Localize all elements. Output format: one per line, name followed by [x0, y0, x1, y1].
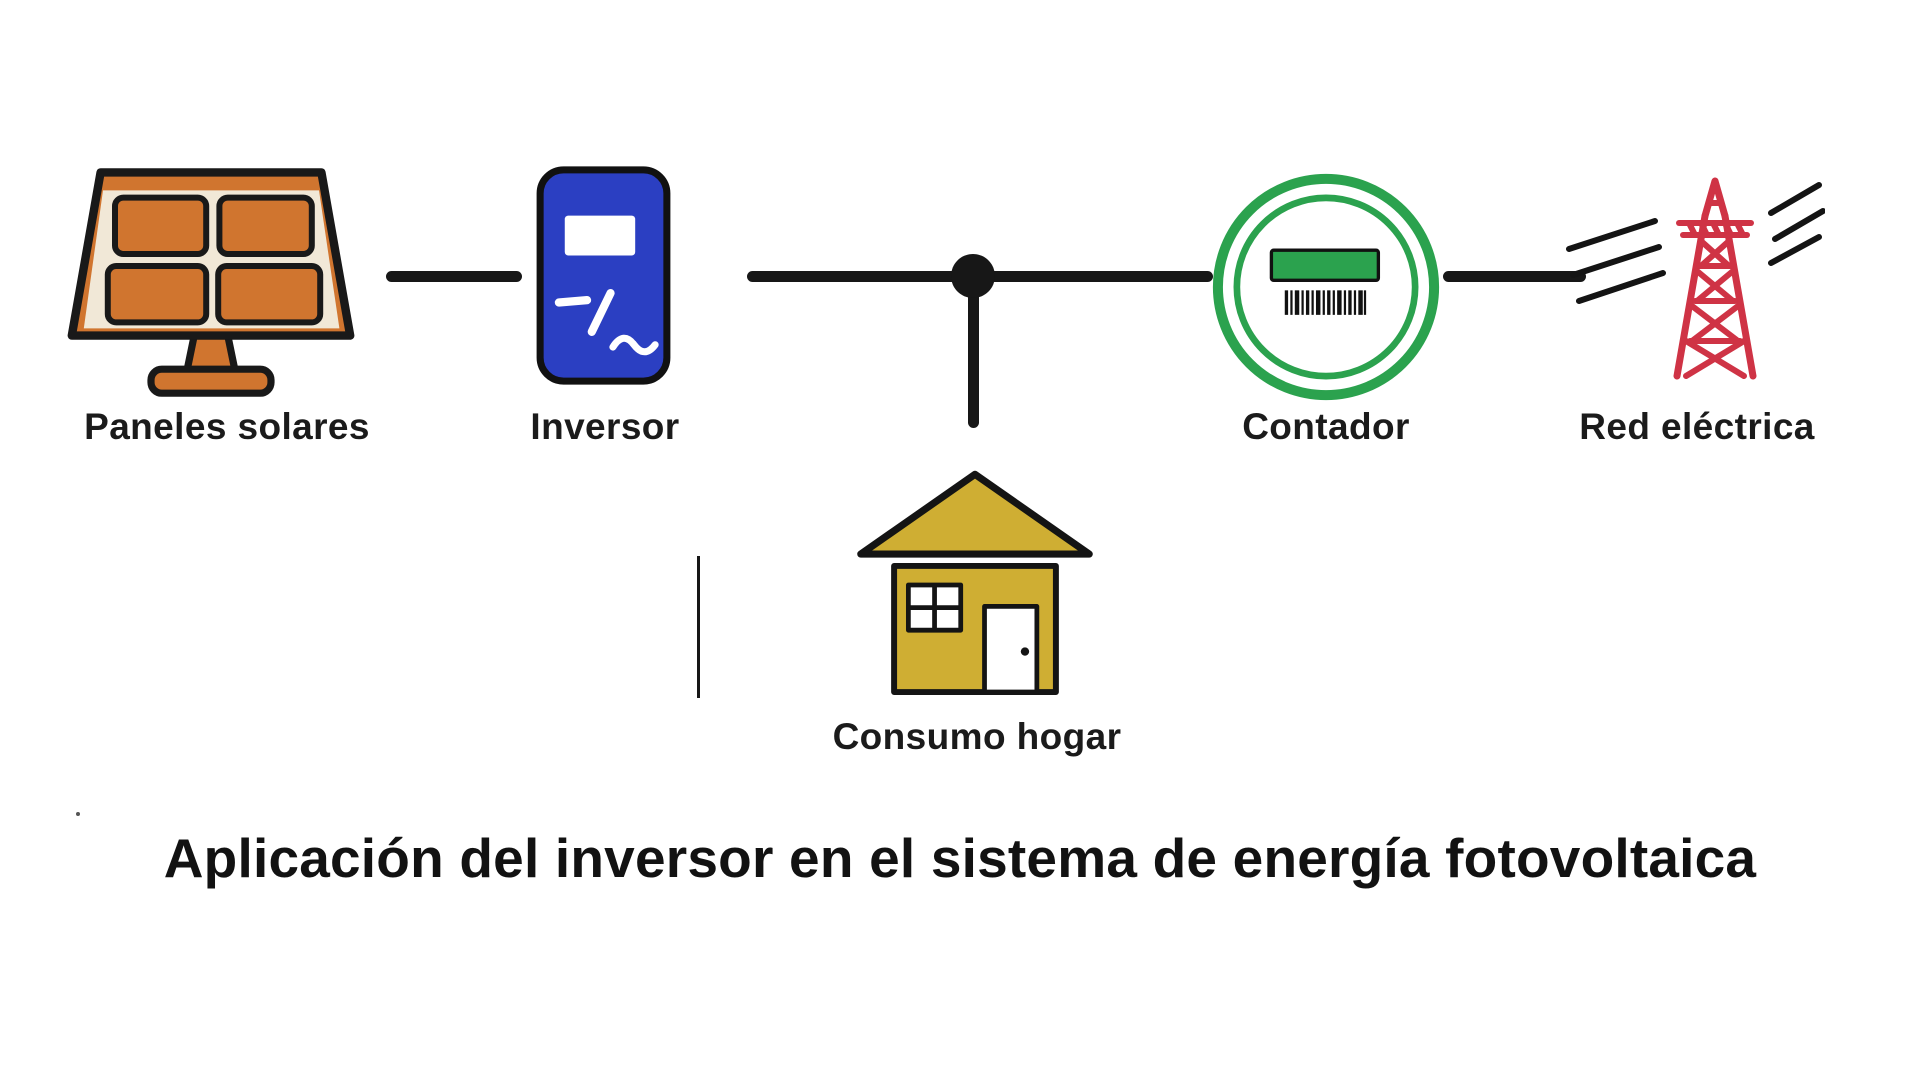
label-power-grid: Red eléctrica: [1579, 406, 1815, 447]
meter-display: [1269, 248, 1381, 282]
tower-braces: [1683, 238, 1747, 379]
panel-cell: [216, 194, 315, 257]
door-knob: [1020, 647, 1030, 656]
power-tower-icon: [1566, 177, 1825, 380]
label-meter: Contador: [1242, 406, 1410, 447]
edge-panels-inverter: [386, 271, 522, 282]
panel-cell: [112, 194, 210, 257]
node-meter: [1209, 170, 1443, 404]
edge-meter-tower: [1443, 271, 1586, 282]
panel-cell: [215, 263, 324, 326]
node-power-grid: [1565, 152, 1825, 400]
artifact-line: [697, 556, 700, 698]
inverter-display: [564, 215, 636, 256]
tower-peak: [1701, 177, 1729, 220]
label-inverter: Inversor: [530, 406, 680, 447]
solar-panel-icon: [67, 168, 355, 397]
edge-junction-house: [968, 292, 979, 428]
edge-inverter-junction: [747, 271, 969, 282]
label-solar-panels: Paneles solares: [84, 406, 370, 447]
dc-symbol: [554, 296, 592, 307]
house-door: [982, 604, 1040, 695]
meter-inner-ring: [1233, 194, 1419, 380]
tower-crossarm: [1676, 220, 1754, 238]
meter-icon: [1212, 173, 1440, 401]
grid-wire-lines: [1566, 182, 1825, 304]
artifact-speck: [76, 812, 80, 816]
house-roof: [857, 470, 1093, 558]
node-solar-panels: [67, 158, 355, 404]
diagram-title: Aplicación del inversor en el sistema de…: [163, 827, 1757, 889]
meter-barcode: [1284, 290, 1367, 315]
junction-node: [951, 254, 995, 298]
panel-stand-base: [147, 365, 275, 397]
ac-symbol: [609, 334, 659, 356]
panel-cell: [104, 263, 210, 326]
inverter-icon: [536, 166, 671, 385]
dc-ac-slash: [587, 288, 615, 336]
label-home-consumption: Consumo hogar: [832, 716, 1122, 757]
node-home-consumption: [855, 466, 1095, 698]
edge-junction-meter: [989, 271, 1213, 282]
house-icon: [857, 470, 1093, 696]
node-inverter: [533, 164, 674, 387]
meter-outer-ring: [1212, 173, 1440, 401]
